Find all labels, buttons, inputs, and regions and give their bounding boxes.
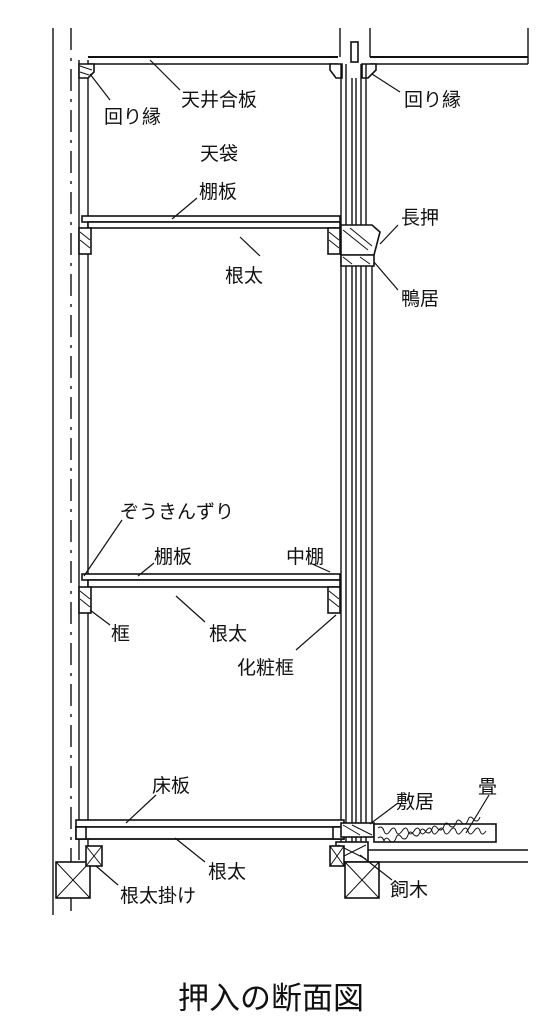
label-tanaita-upper: 棚板 [199,181,237,203]
label-kaigi: 飼木 [390,879,428,901]
label-neda-upper: 根太 [225,265,263,287]
left-wall [52,28,89,915]
nageshi-kamoi [340,224,381,267]
label-nedakake: 根太掛け [120,885,196,907]
label-nakadana: 中棚 [286,546,324,568]
label-zoukinzuri: ぞうきんずり [120,501,234,523]
label-tenjo-gouhan: 天井合板 [181,89,257,111]
label-neda-lower: 根太 [208,861,246,883]
beam-middle [85,845,103,867]
beam-left [55,861,91,899]
leader-lines [83,59,490,886]
sill [340,822,375,838]
tatami [366,816,528,863]
upper-shelf [78,215,341,255]
label-yukaita: 床板 [152,775,190,797]
label-mawaribuchi-right: 回り縁 [404,89,461,111]
beam-right [344,861,380,899]
label-neda-middle: 根太 [209,623,247,645]
middle-shelf [78,573,341,614]
label-kamoi: 鴨居 [401,288,439,310]
crown-molding-right [329,63,377,79]
label-tatami: 畳 [478,776,497,798]
front-post [340,64,373,850]
ceiling [88,28,529,65]
label-tanaita-middle: 棚板 [154,546,192,568]
label-nageshi: 長押 [401,207,439,229]
label-kamachi: 框 [111,623,130,645]
diagram-caption: 押入の断面図 [178,981,364,1017]
label-keshou-kamachi: 化粧框 [237,657,294,679]
closet-floor [75,819,345,840]
label-shikii: 敷居 [396,791,434,813]
label-mawaribuchi-left: 回り縁 [104,106,161,128]
beam-center [329,845,345,867]
label-tenbukuro: 天袋 [200,143,238,165]
